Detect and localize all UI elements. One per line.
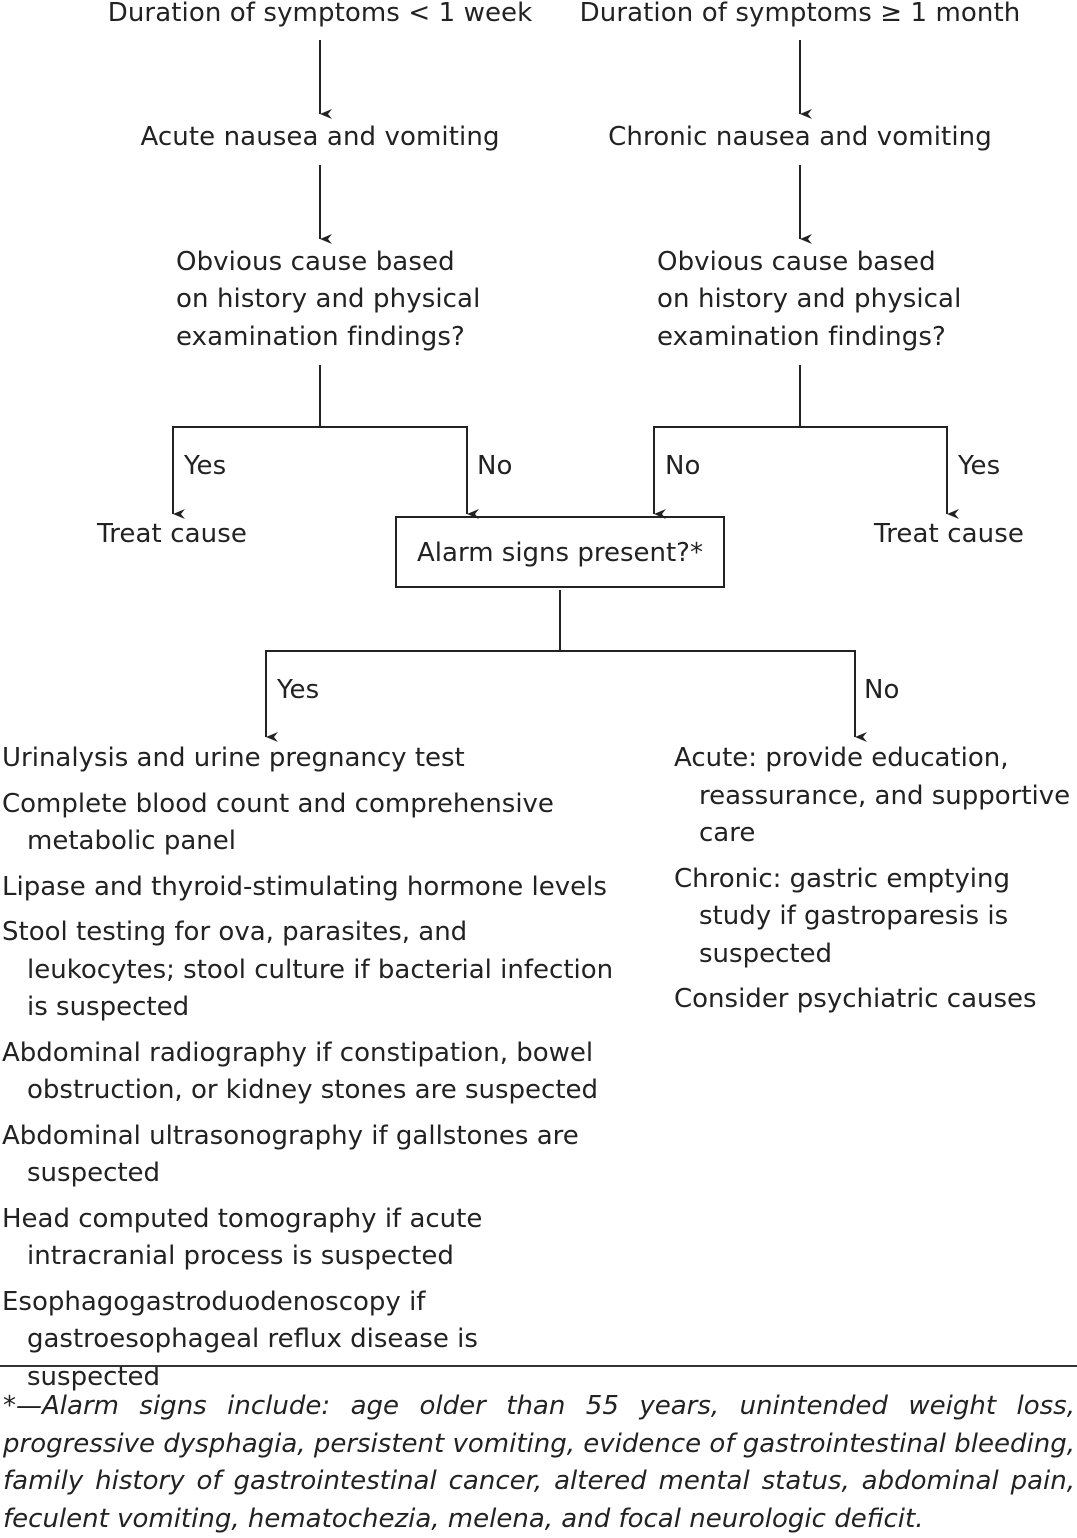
workup-item: Complete blood count and comprehensive m… <box>2 788 554 857</box>
right-question-line-3: examination findings? <box>657 322 946 352</box>
alarm-signs-footnote: *—Alarm signs include: age older than 55… <box>3 1391 1075 1534</box>
connector-alarm-no <box>560 650 867 742</box>
left-treat-cause: Treat cause <box>97 519 247 549</box>
workup-item: Stool testing for ova, parasites, and le… <box>2 917 614 1022</box>
acute-label: Acute nausea and vomiting <box>140 122 500 152</box>
right-yes-label: Yes <box>958 451 1001 481</box>
footnote-divider <box>0 1365 1077 1367</box>
alarm-yes-workup-list: Urinalysis and urine pregnancy test Comp… <box>2 740 614 1404</box>
chronic-label: Chronic nausea and vomiting <box>608 122 992 152</box>
workup-item: Consider psychiatric causes <box>674 984 1037 1014</box>
alarm-signs-box: Alarm signs present?* <box>395 516 725 588</box>
workup-item: Acute: provide education, reassurance, a… <box>674 743 1071 848</box>
alarm-signs-question: Alarm signs present?* <box>417 538 703 568</box>
alarm-no-label: No <box>864 675 900 705</box>
connector-right-yes <box>800 426 959 519</box>
right-question-line-1: Obvious cause based <box>657 247 936 277</box>
left-no-label: No <box>477 451 513 481</box>
connector-left-yes <box>172 426 320 519</box>
connector-right-no <box>653 426 800 519</box>
right-duration-label: Duration of symptoms ≥ 1 month <box>579 0 1021 28</box>
workup-item: Chronic: gastric emptying study if gastr… <box>674 863 1010 969</box>
workup-item: Abdominal ultrasonography if gallstones … <box>2 1120 579 1189</box>
left-question-line-2: on history and physical <box>176 284 481 314</box>
right-question-line-2: on history and physical <box>657 284 962 314</box>
workup-item: Esophagogastroduodenoscopy if gastroesop… <box>2 1286 478 1392</box>
left-question-line-1: Obvious cause based <box>176 247 455 277</box>
left-duration-label: Duration of symptoms < 1 week <box>107 0 533 28</box>
workup-item: Head computed tomography if acute intrac… <box>2 1203 483 1272</box>
alarm-no-workup-list: Acute: provide education, reassurance, a… <box>674 740 1077 1027</box>
right-no-label: No <box>665 451 701 481</box>
left-yes-label: Yes <box>184 451 227 481</box>
left-question-line-3: examination findings? <box>176 322 465 352</box>
right-treat-cause: Treat cause <box>874 519 1024 549</box>
connector-alarm-yes <box>265 650 560 742</box>
workup-item: Urinalysis and urine pregnancy test <box>2 743 465 773</box>
alarm-yes-label: Yes <box>277 675 320 705</box>
connector-left-no <box>320 426 479 519</box>
workup-item: Lipase and thyroid-stimulating hormone l… <box>2 871 607 902</box>
workup-item: Abdominal radiography if constipation, b… <box>2 1037 599 1106</box>
